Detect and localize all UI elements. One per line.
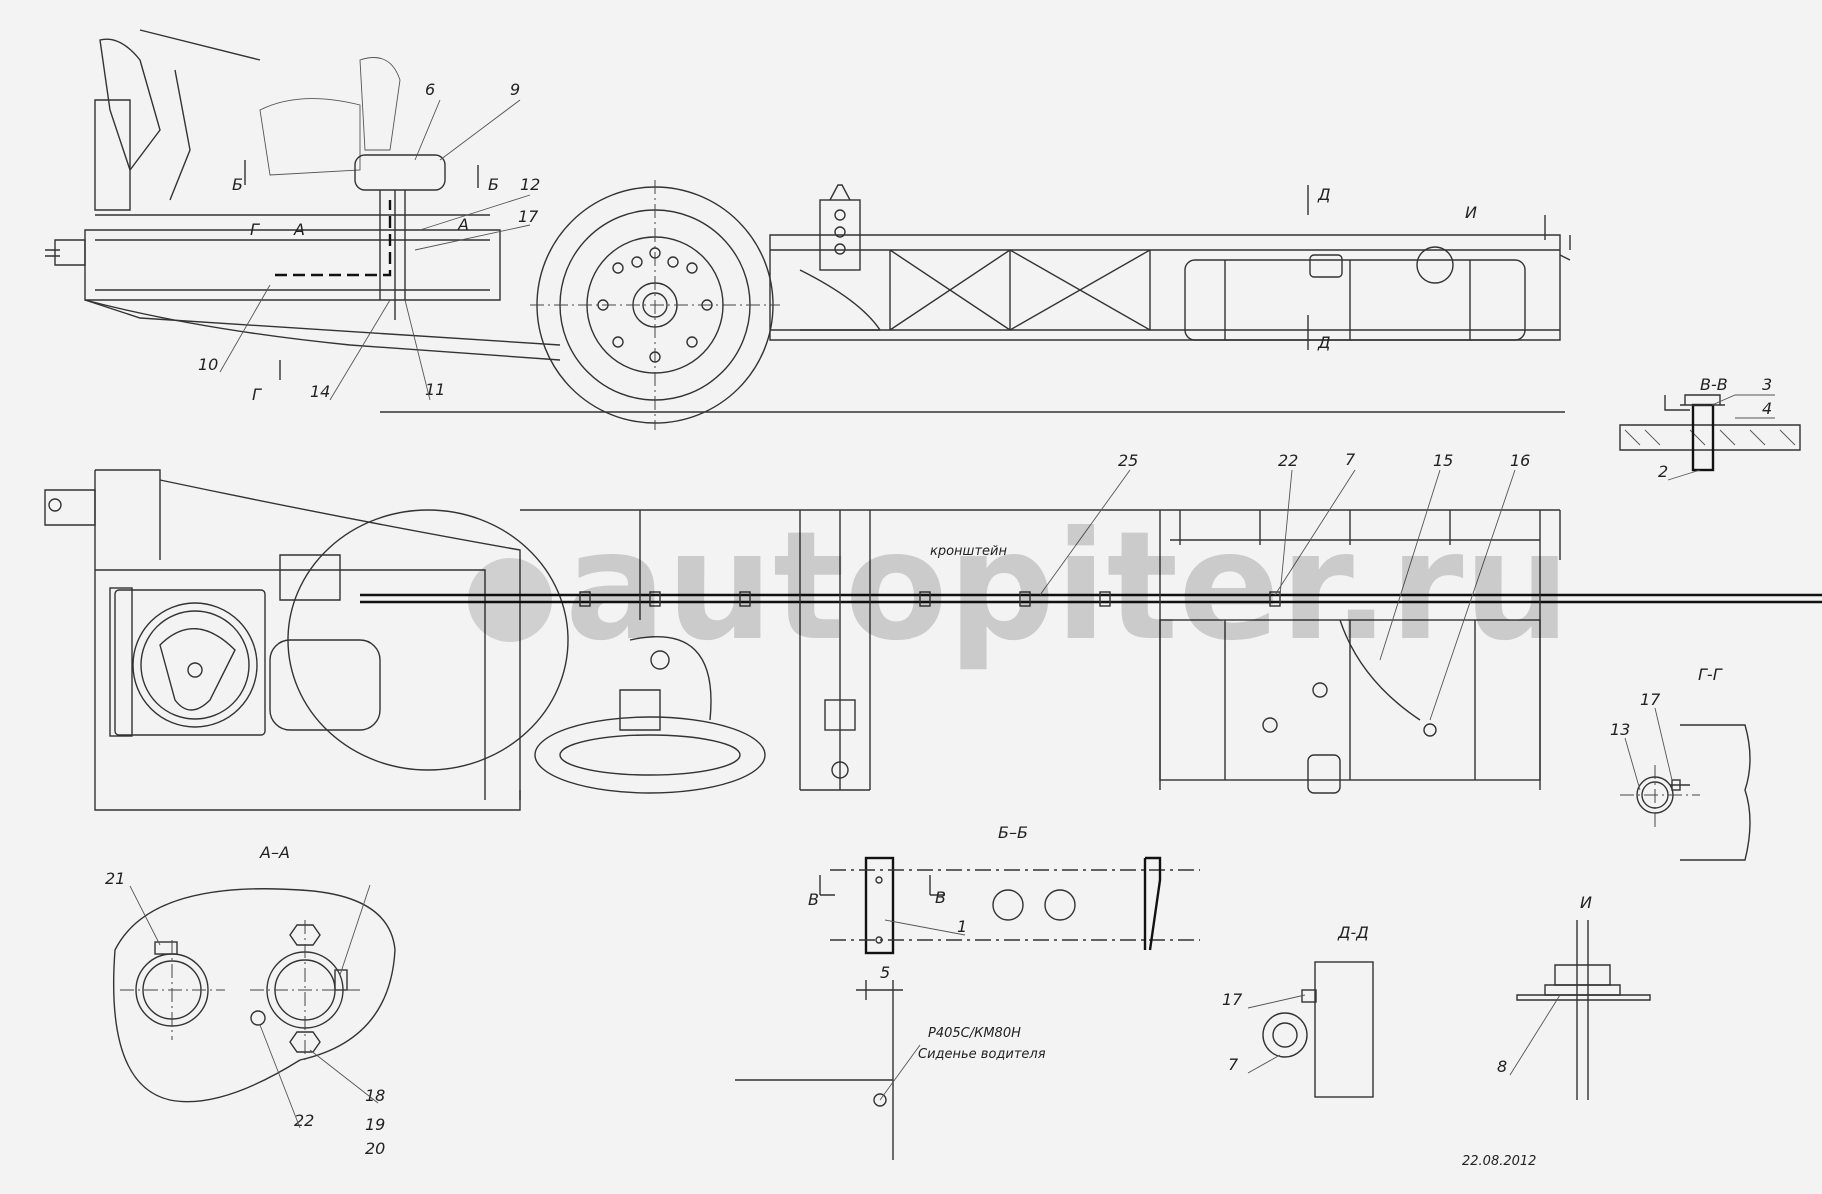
seat-name-note: Сиденье водителя bbox=[918, 1047, 1046, 1062]
callout-12: 12 bbox=[520, 175, 540, 194]
section-bb bbox=[735, 856, 1200, 1160]
callout-25: 25 bbox=[1118, 451, 1138, 470]
callout-22-plan: 22 bbox=[1278, 451, 1298, 470]
section-aa bbox=[112, 888, 396, 1103]
callout-17-gg: 17 bbox=[1640, 690, 1661, 709]
callout-3: 3 bbox=[1762, 375, 1772, 394]
mark-d-top: Д bbox=[1317, 185, 1331, 204]
callout-4: 4 bbox=[1762, 399, 1772, 418]
callout-1: 1 bbox=[957, 917, 967, 936]
view-title-i: И bbox=[1580, 893, 1592, 912]
callout-7: 7 bbox=[1345, 450, 1356, 469]
mark-d-bottom: Д bbox=[1317, 333, 1331, 352]
callout-7-dd: 7 bbox=[1228, 1055, 1239, 1074]
mark-i: И bbox=[1465, 203, 1477, 222]
view-title-aa: А–А bbox=[259, 843, 290, 862]
mark-b-left: Б bbox=[232, 175, 243, 194]
callout-labels: 1 2 3 4 5 6 7 8 9 10 11 12 13 14 15 16 1… bbox=[105, 80, 1772, 1158]
mark-a-left: А bbox=[293, 220, 305, 239]
callout-20: 20 bbox=[365, 1139, 385, 1158]
callout-2: 2 bbox=[1658, 462, 1668, 481]
callout-11: 11 bbox=[425, 380, 445, 399]
mark-v-right: В bbox=[935, 888, 946, 907]
side-view bbox=[45, 29, 1571, 430]
drawing-date: 22.08.2012 bbox=[1462, 1154, 1536, 1169]
plan-view bbox=[44, 469, 1822, 811]
callout-17-dd: 17 bbox=[1222, 990, 1243, 1009]
section-dd bbox=[1262, 961, 1374, 1098]
watermark-text: autopiter.ru bbox=[565, 500, 1570, 674]
callout-15: 15 bbox=[1433, 451, 1453, 470]
callout-21: 21 bbox=[105, 869, 125, 888]
section-markers: Б Б Г Г А А Д Д И В В bbox=[232, 160, 1477, 909]
view-title-bb: Б–Б bbox=[998, 823, 1028, 842]
callout-17: 17 bbox=[518, 207, 539, 226]
view-title-dd: Д-Д bbox=[1337, 923, 1369, 942]
callout-14: 14 bbox=[310, 382, 330, 401]
callout-16: 16 bbox=[1510, 451, 1530, 470]
callout-18: 18 bbox=[365, 1086, 385, 1105]
mark-g-top: Г bbox=[250, 220, 260, 239]
notes: кронштейн Р405С/КМ80Н Сиденье водителя 2… bbox=[918, 544, 1536, 1169]
callout-13: 13 bbox=[1610, 720, 1630, 739]
bracket-note: кронштейн bbox=[930, 544, 1007, 559]
callout-19: 19 bbox=[365, 1115, 385, 1134]
leader-lines bbox=[129, 99, 1775, 1129]
mark-a-right: А bbox=[457, 215, 469, 234]
watermark-logo-icon bbox=[468, 558, 552, 642]
seat-code-note: Р405С/КМ80Н bbox=[928, 1026, 1021, 1041]
mark-g-bottom: Г bbox=[252, 385, 262, 404]
view-title-vv: В-В bbox=[1700, 375, 1728, 394]
section-i bbox=[1516, 920, 1651, 1100]
view-titles: А–А Б–Б В-В Г-Г Д-Д И bbox=[259, 375, 1728, 942]
section-gg bbox=[1620, 724, 1751, 861]
callout-8: 8 bbox=[1497, 1057, 1507, 1076]
section-vv bbox=[1619, 394, 1801, 472]
callout-6: 6 bbox=[425, 80, 435, 99]
mark-v-left: В bbox=[808, 890, 819, 909]
callout-5: 5 bbox=[880, 963, 890, 982]
mark-b-right: Б bbox=[488, 175, 499, 194]
callout-10: 10 bbox=[198, 355, 218, 374]
callout-9: 9 bbox=[510, 80, 520, 99]
view-title-gg: Г-Г bbox=[1698, 665, 1723, 684]
